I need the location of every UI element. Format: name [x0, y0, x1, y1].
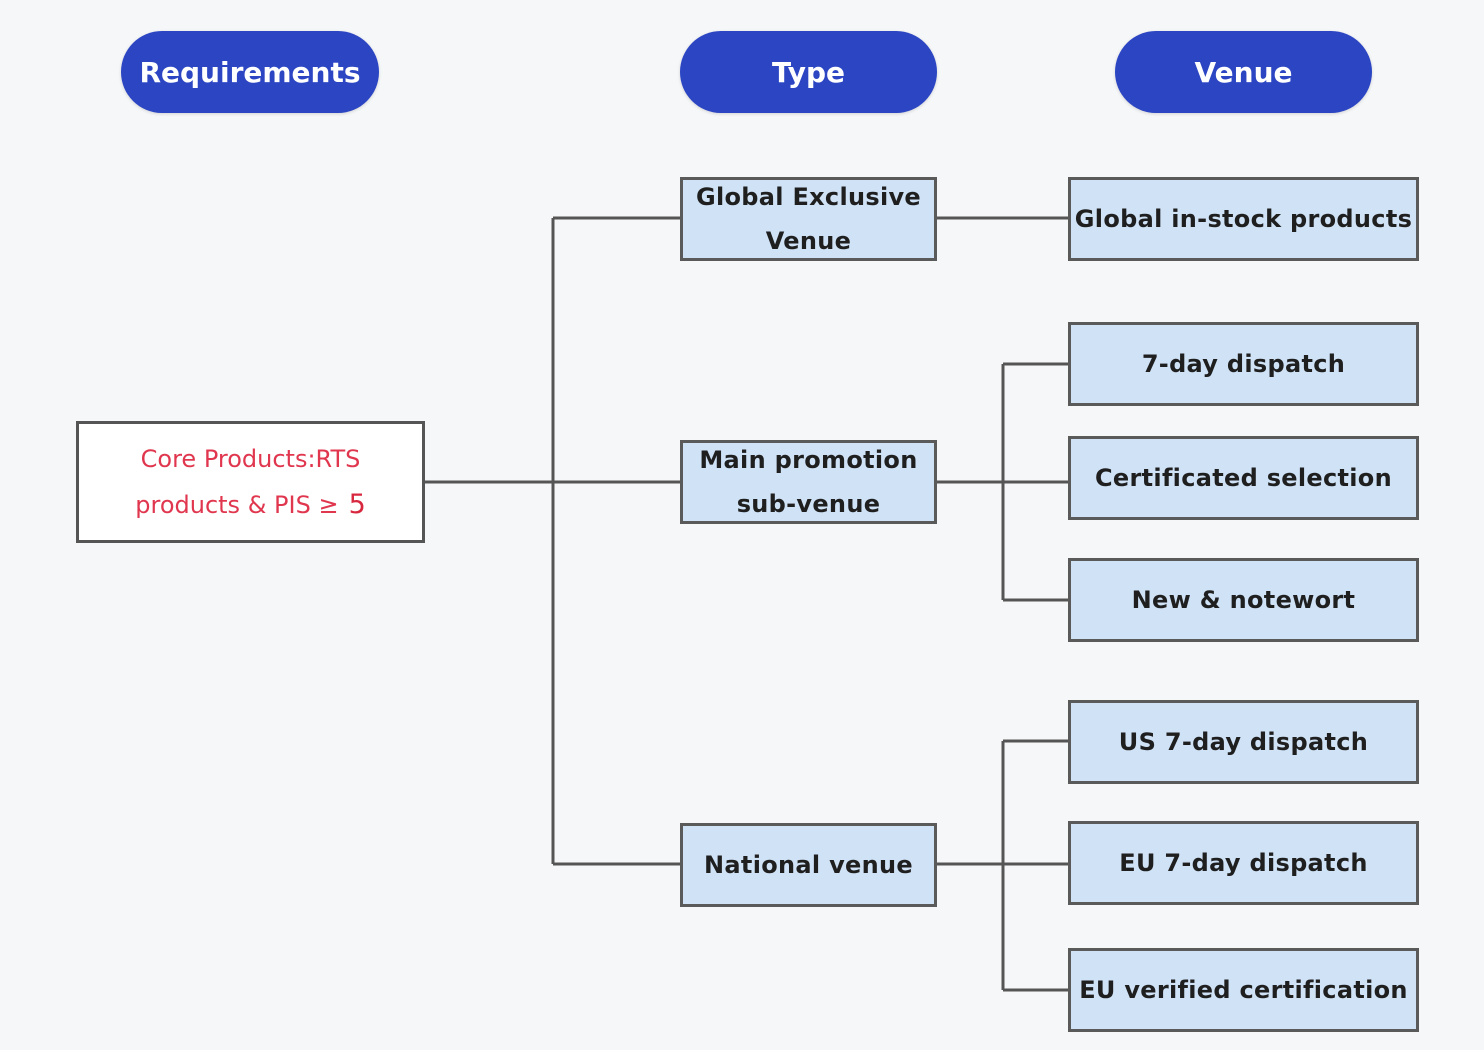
venue-eu-7-day-dispatch-label: EU 7-day dispatch [1119, 849, 1368, 877]
venue-global-in-stock-label: Global in-stock products [1074, 205, 1413, 233]
type-global-exclusive-line2: Venue [765, 227, 852, 255]
requirement-line2: products & PIS ≥ [135, 491, 339, 519]
venue-eu-verified-certification-label: EU verified certification [1079, 976, 1408, 1004]
venue-certificated-selection-label: Certificated selection [1095, 464, 1392, 492]
type-main-promotion-line2: sub-venue [736, 490, 881, 518]
requirement-box: Core Products:RTS products & PIS ≥ 5 [76, 421, 425, 543]
venue-global-in-stock-products: Global in-stock products [1068, 177, 1419, 261]
header-type-label: Type [771, 55, 846, 89]
venue-us-7-day-dispatch: US 7-day dispatch [1068, 700, 1419, 784]
header-type: Type [680, 31, 937, 113]
header-requirements-label: Requirements [139, 55, 361, 89]
venue-us-7-day-dispatch-label: US 7-day dispatch [1118, 728, 1369, 756]
type-national-venue: National venue [680, 823, 937, 907]
requirement-line1: Core Products:RTS [140, 445, 361, 473]
type-global-exclusive-line1: Global Exclusive [695, 183, 922, 211]
type-global-exclusive-venue: Global Exclusive Venue [680, 177, 937, 261]
venue-new-noteworthy: New & notewort [1068, 558, 1419, 642]
type-national-label: National venue [704, 851, 913, 879]
venue-7-day-dispatch-label: 7-day dispatch [1141, 350, 1346, 378]
venue-certificated-selection: Certificated selection [1068, 436, 1419, 520]
requirement-line2-row: products & PIS ≥ 5 [135, 482, 366, 528]
type-main-promotion-line1: Main promotion [699, 446, 918, 474]
type-main-promotion-sub-venue: Main promotion sub-venue [680, 440, 937, 524]
venue-eu-verified-certification: EU verified certification [1068, 948, 1419, 1032]
venue-eu-7-day-dispatch: EU 7-day dispatch [1068, 821, 1419, 905]
requirement-threshold: 5 [348, 489, 366, 520]
venue-7-day-dispatch: 7-day dispatch [1068, 322, 1419, 406]
header-venue: Venue [1115, 31, 1372, 113]
header-requirements: Requirements [121, 31, 379, 113]
header-venue-label: Venue [1194, 55, 1293, 89]
venue-new-noteworthy-label: New & notewort [1131, 586, 1356, 614]
